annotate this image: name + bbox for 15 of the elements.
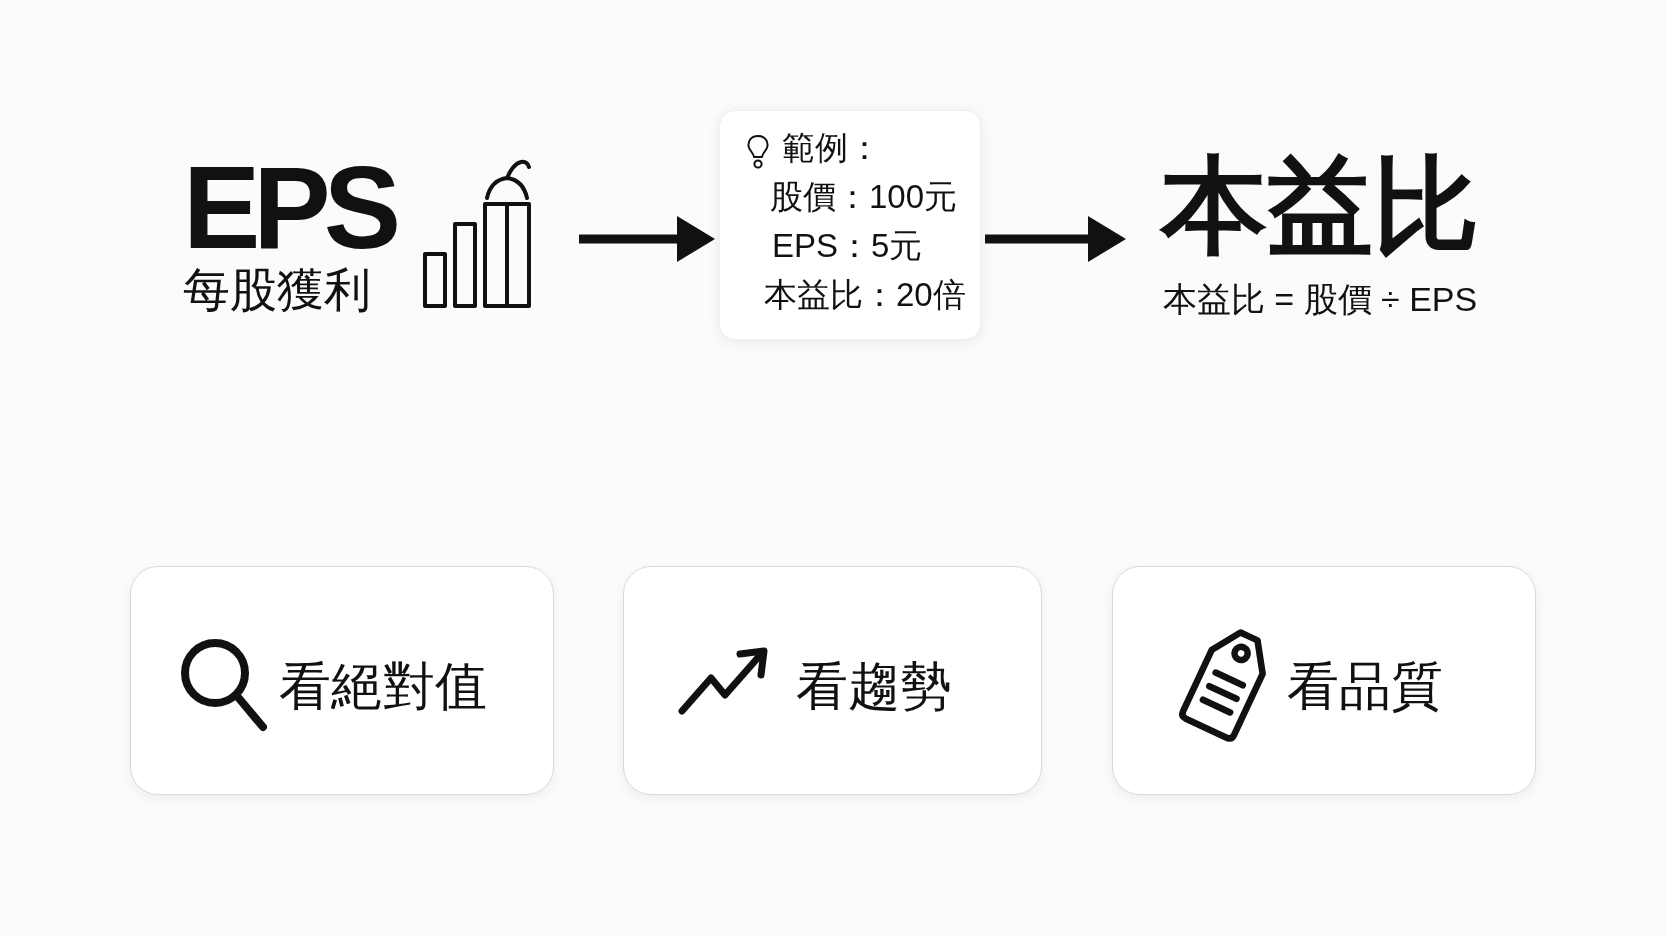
topic-card [623,566,1042,795]
topic-card [1112,566,1536,795]
topic-card [130,566,554,795]
arrow [985,216,1126,262]
example-line: 本益比：20倍 [764,275,966,315]
ratio-heading: 本益比 [1161,145,1479,266]
card-label: 看絕對值 [279,656,487,717]
card-label: 看趨勢 [796,656,952,717]
example-card [719,110,981,340]
example-heading: 範例： [782,128,881,168]
formula-text: 本益比 = 股價 ÷ EPS [1162,279,1478,320]
example-line: 股價：100元 [770,177,958,217]
arrow [579,216,715,262]
example-line: EPS：5元 [772,226,923,266]
card-label: 看品質 [1287,656,1443,717]
